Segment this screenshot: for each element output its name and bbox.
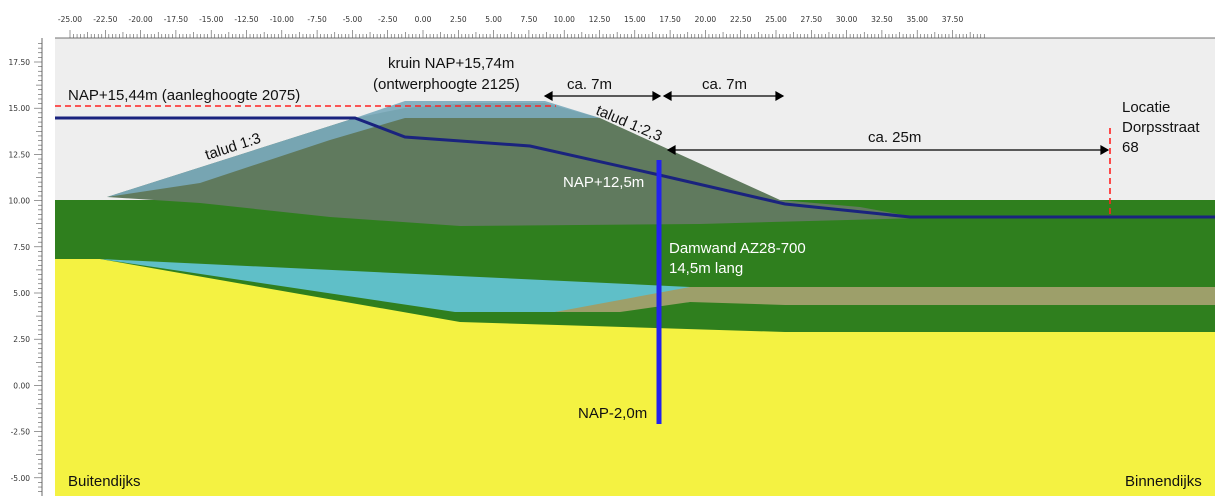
design-height-label: NAP+15,44m (aanleghoogte 2075) <box>68 87 300 104</box>
top-ruler <box>0 0 1215 38</box>
x-tick-label: 7.50 <box>521 15 538 24</box>
arrowhead <box>666 144 676 156</box>
dimension-arrows <box>543 90 1110 156</box>
x-tick-label: 5.00 <box>485 15 502 24</box>
outside-dike-label: Buitendijks <box>68 473 141 490</box>
x-tick-label: 25.00 <box>765 15 787 24</box>
sheet-pile-label: Damwand AZ28-700 <box>669 240 806 257</box>
y-tick-label: 5.00 <box>13 289 30 298</box>
y-tick-label: 7.50 <box>13 243 30 252</box>
x-tick-label: 17.50 <box>659 15 681 24</box>
x-tick-label: -5.00 <box>343 15 363 24</box>
x-tick-label: -22.50 <box>93 15 117 24</box>
dimension-label-ca7-left: ca. 7m <box>567 76 612 93</box>
x-tick-label: -17.50 <box>164 15 188 24</box>
x-tick-label: -7.50 <box>307 15 327 24</box>
location-label-2: Dorpsstraat <box>1122 119 1200 136</box>
x-tick-label: 35.00 <box>906 15 928 24</box>
sheet-pile-length: 14,5m lang <box>669 260 743 277</box>
x-tick-label: 27.50 <box>801 15 823 24</box>
y-axis: 17.50 15.00 12.50 10.00 7.50 5.00 2.50 0.00 -2.5… <box>9 38 43 496</box>
y-tick-label: 0.00 <box>13 381 30 390</box>
arrowhead <box>1100 144 1110 156</box>
y-tick-label: 12.50 <box>9 150 31 159</box>
x-axis: -25.00 -22.50 -20.00 -17.50 -15.00 -12.50 -10.… <box>55 15 1215 39</box>
x-tick-label: 15.00 <box>624 15 646 24</box>
dike-cover-layer <box>107 101 600 197</box>
x-tick-label: -20.00 <box>129 15 153 24</box>
dimension-label-ca7-right: ca. 7m <box>702 76 747 93</box>
x-tick-label: 0.00 <box>415 15 432 24</box>
peat-lens <box>100 259 690 312</box>
x-tick-label: -15.00 <box>199 15 223 24</box>
y-tick-label: -2.50 <box>11 428 31 437</box>
x-tick-label: 32.50 <box>871 15 893 24</box>
location-label-3: 68 <box>1122 139 1139 156</box>
x-tick-label: 10.00 <box>553 15 575 24</box>
x-tick-label: -10.00 <box>270 15 294 24</box>
left-ruler <box>0 38 55 496</box>
arrowhead <box>543 90 553 102</box>
pile-top-level: NAP+12,5m <box>563 174 644 191</box>
y-tick-label: -5.00 <box>11 474 31 483</box>
x-tick-label: -12.50 <box>234 15 258 24</box>
y-tick-label: 2.50 <box>13 335 30 344</box>
inside-dike-label: Binnendijks <box>1125 473 1202 490</box>
y-tick-label: 17.50 <box>9 58 31 67</box>
x-tick-label: 12.50 <box>589 15 611 24</box>
current-profile-line <box>55 116 1215 219</box>
x-tick-label: 22.50 <box>730 15 752 24</box>
crest-sublabel: (ontwerphoogte 2125) <box>373 76 520 93</box>
location-label-1: Locatie <box>1122 99 1170 116</box>
y-tick-label: 15.00 <box>9 104 31 113</box>
dimension-label-ca25: ca. 25m <box>868 129 921 146</box>
pile-bottom-level: NAP-2,0m <box>578 405 647 422</box>
arrowhead <box>652 90 662 102</box>
x-tick-label: 30.00 <box>836 15 858 24</box>
olive-sand-layer <box>555 287 1215 312</box>
x-tick-label: -25.00 <box>58 15 82 24</box>
crest-label: kruin NAP+15,74m <box>388 55 514 72</box>
y-tick-label: 10.00 <box>9 197 31 206</box>
arrowhead <box>662 90 672 102</box>
x-tick-label: -2.50 <box>378 15 398 24</box>
arrowhead <box>775 90 785 102</box>
x-tick-label: 2.50 <box>450 15 467 24</box>
x-tick-label: 37.50 <box>942 15 964 24</box>
x-tick-label: 20.00 <box>695 15 717 24</box>
